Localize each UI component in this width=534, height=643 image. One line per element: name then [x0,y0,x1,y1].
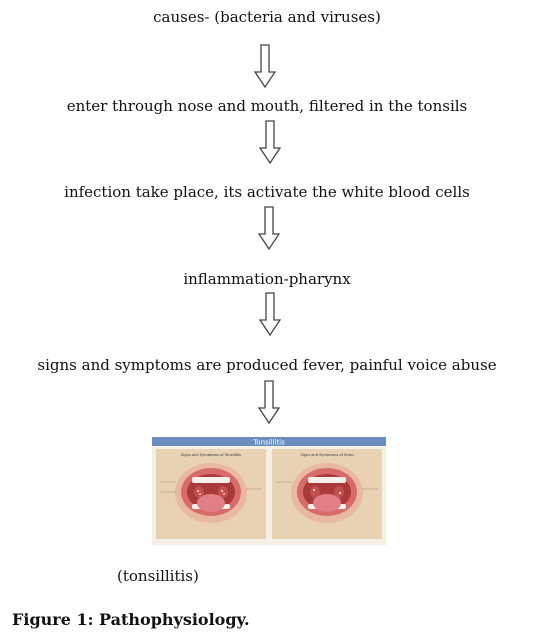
down-arrow-icon [259,292,281,336]
down-arrow-icon [258,206,280,250]
step-entry: enter through nose and mouth, filtered i… [66,97,468,115]
left-panel-heading: Signs and Symptoms of Tonsillitis [181,453,241,457]
down-arrow-icon [254,44,276,88]
step-inflammation: inflammation-pharynx [183,270,351,288]
step-symptoms: signs and symptoms are produced fever, p… [37,356,497,374]
down-arrow-icon [259,120,281,164]
tongue-shape [197,494,225,512]
illustration-banner-title: Tonsillitis [252,439,285,447]
right-panel-heading: Signs and Symptoms of Strep [300,453,354,457]
step-infection: infection take place, its activate the w… [64,183,470,201]
figure-caption: Figure 1: Pathophysiology. [12,610,250,629]
illustration-banner [152,437,386,446]
down-arrow-icon [258,380,280,424]
result-caption: (tonsillitis) [117,567,199,585]
tonsillitis-illustration: Tonsillitis Signs and Symptoms of Tonsil… [152,437,386,545]
step-causes: causes- (bacteria and viruses) [153,8,381,26]
